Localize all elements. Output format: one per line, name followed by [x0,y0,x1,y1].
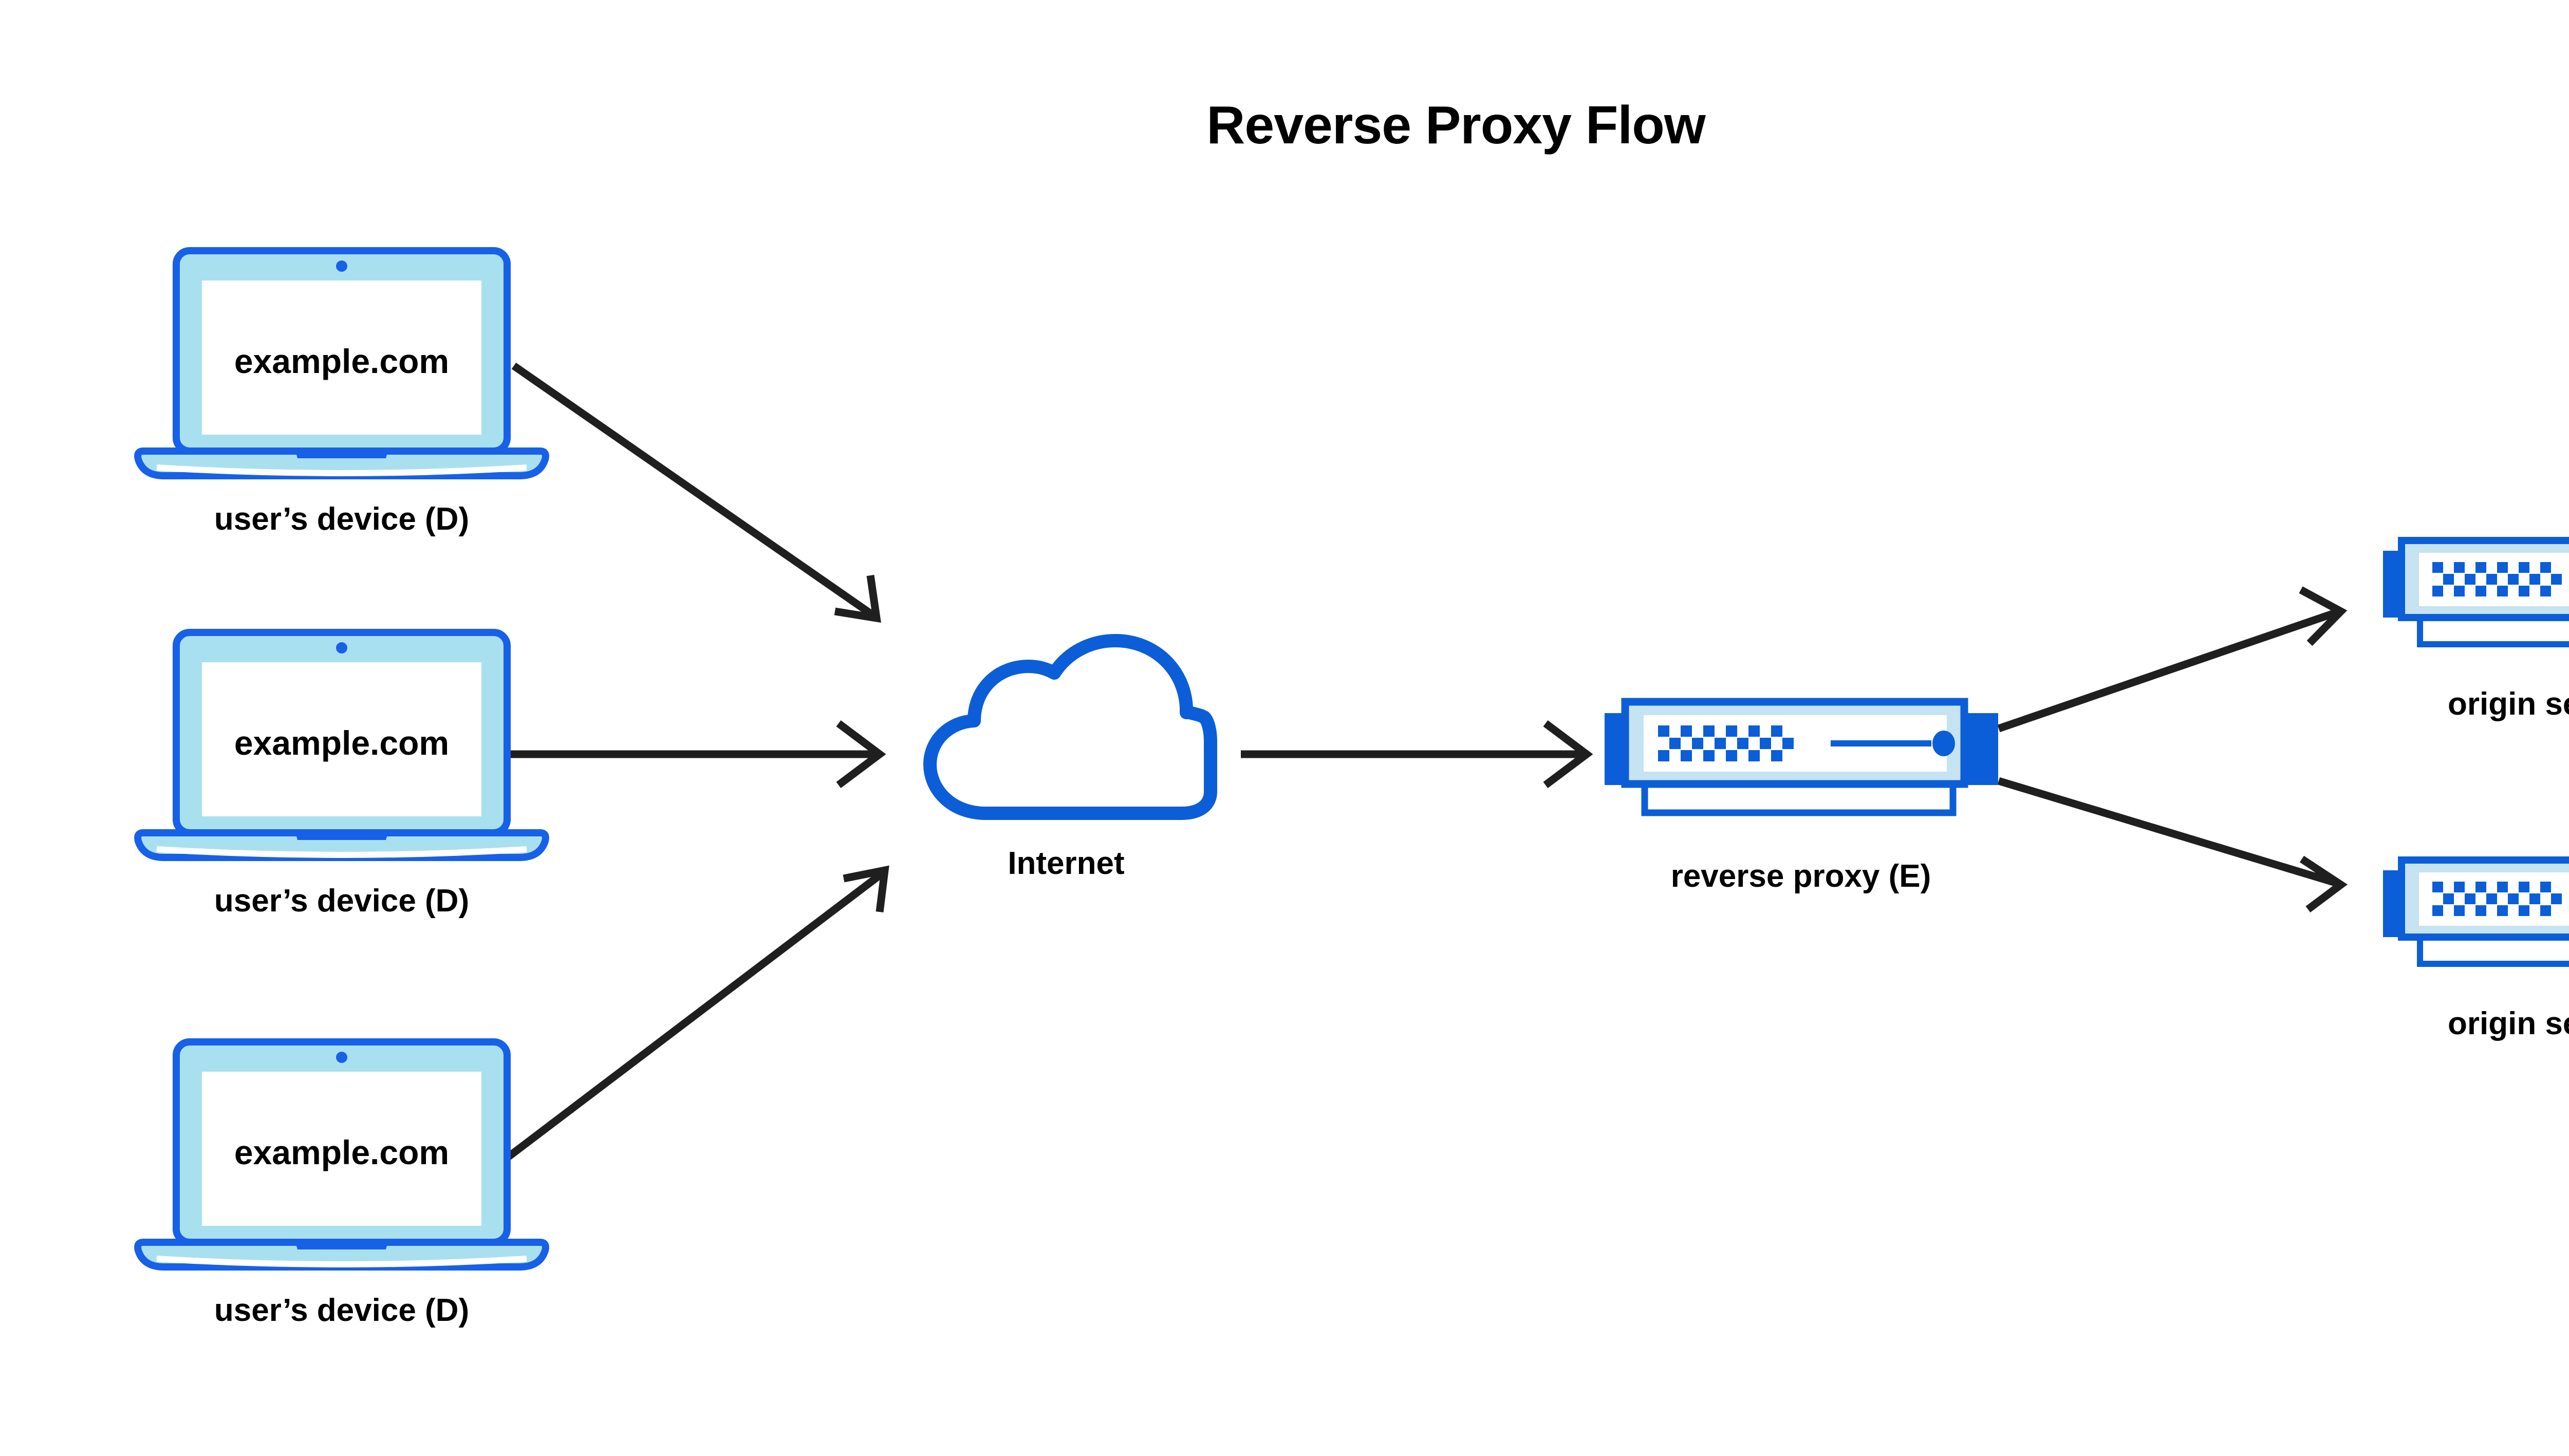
device-label: user’s device (D) [214,883,470,919]
node-users-device-bottom[interactable]: example.com user’s device (D) [134,1038,549,1336]
server-status-led [1932,731,1955,756]
server-status-line [1831,740,1931,746]
arrow-device-top-to-internet [511,362,881,623]
node-internet-cloud[interactable]: Internet [920,634,1217,881]
server-led-grid [2432,882,2562,916]
cloud-icon [923,634,1217,820]
server-icon [2383,537,2569,647]
node-users-device-middle[interactable]: example.com user’s device (D) [134,628,549,926]
device-screen-text: example.com [234,1133,450,1171]
device-label: user’s device (D) [214,501,470,537]
arrow-device-middle-to-internet [506,720,886,788]
page-title: Reverse Proxy Flow [1206,96,1705,155]
internet-label: Internet [1008,846,1125,881]
node-origin-server-bottom[interactable]: origin server (F) [2379,849,2569,1041]
arrow-internet-to-reverse-proxy [1241,720,1593,788]
node-origin-server-top[interactable]: origin server (F) [2379,529,2569,722]
device-screen-text: example.com [234,342,450,380]
arrow-reverse-proxy-to-origin-top [1997,586,2348,733]
server-led-grid [2432,562,2562,596]
arrow-device-bottom-to-internet [504,865,889,1162]
laptop-icon [134,629,549,861]
reverse-proxy-label: reverse proxy (E) [1670,858,1931,894]
laptop-icon [134,247,549,479]
arrow-reverse-proxy-to-origin-bottom [1997,777,2348,912]
origin-server-label: origin server (F) [2448,1006,2569,1041]
origin-server-label: origin server (F) [2448,686,2569,722]
server-icon [1605,698,1998,816]
device-label: user’s device (D) [214,1293,470,1328]
node-users-device-top[interactable]: example.com user’s device (D) [134,247,549,545]
device-screen-text: example.com [234,724,450,762]
server-led-grid [1658,725,1794,761]
server-icon [2383,856,2569,967]
laptop-icon [134,1038,549,1271]
node-reverse-proxy[interactable]: reverse proxy (E) [1600,688,2001,894]
